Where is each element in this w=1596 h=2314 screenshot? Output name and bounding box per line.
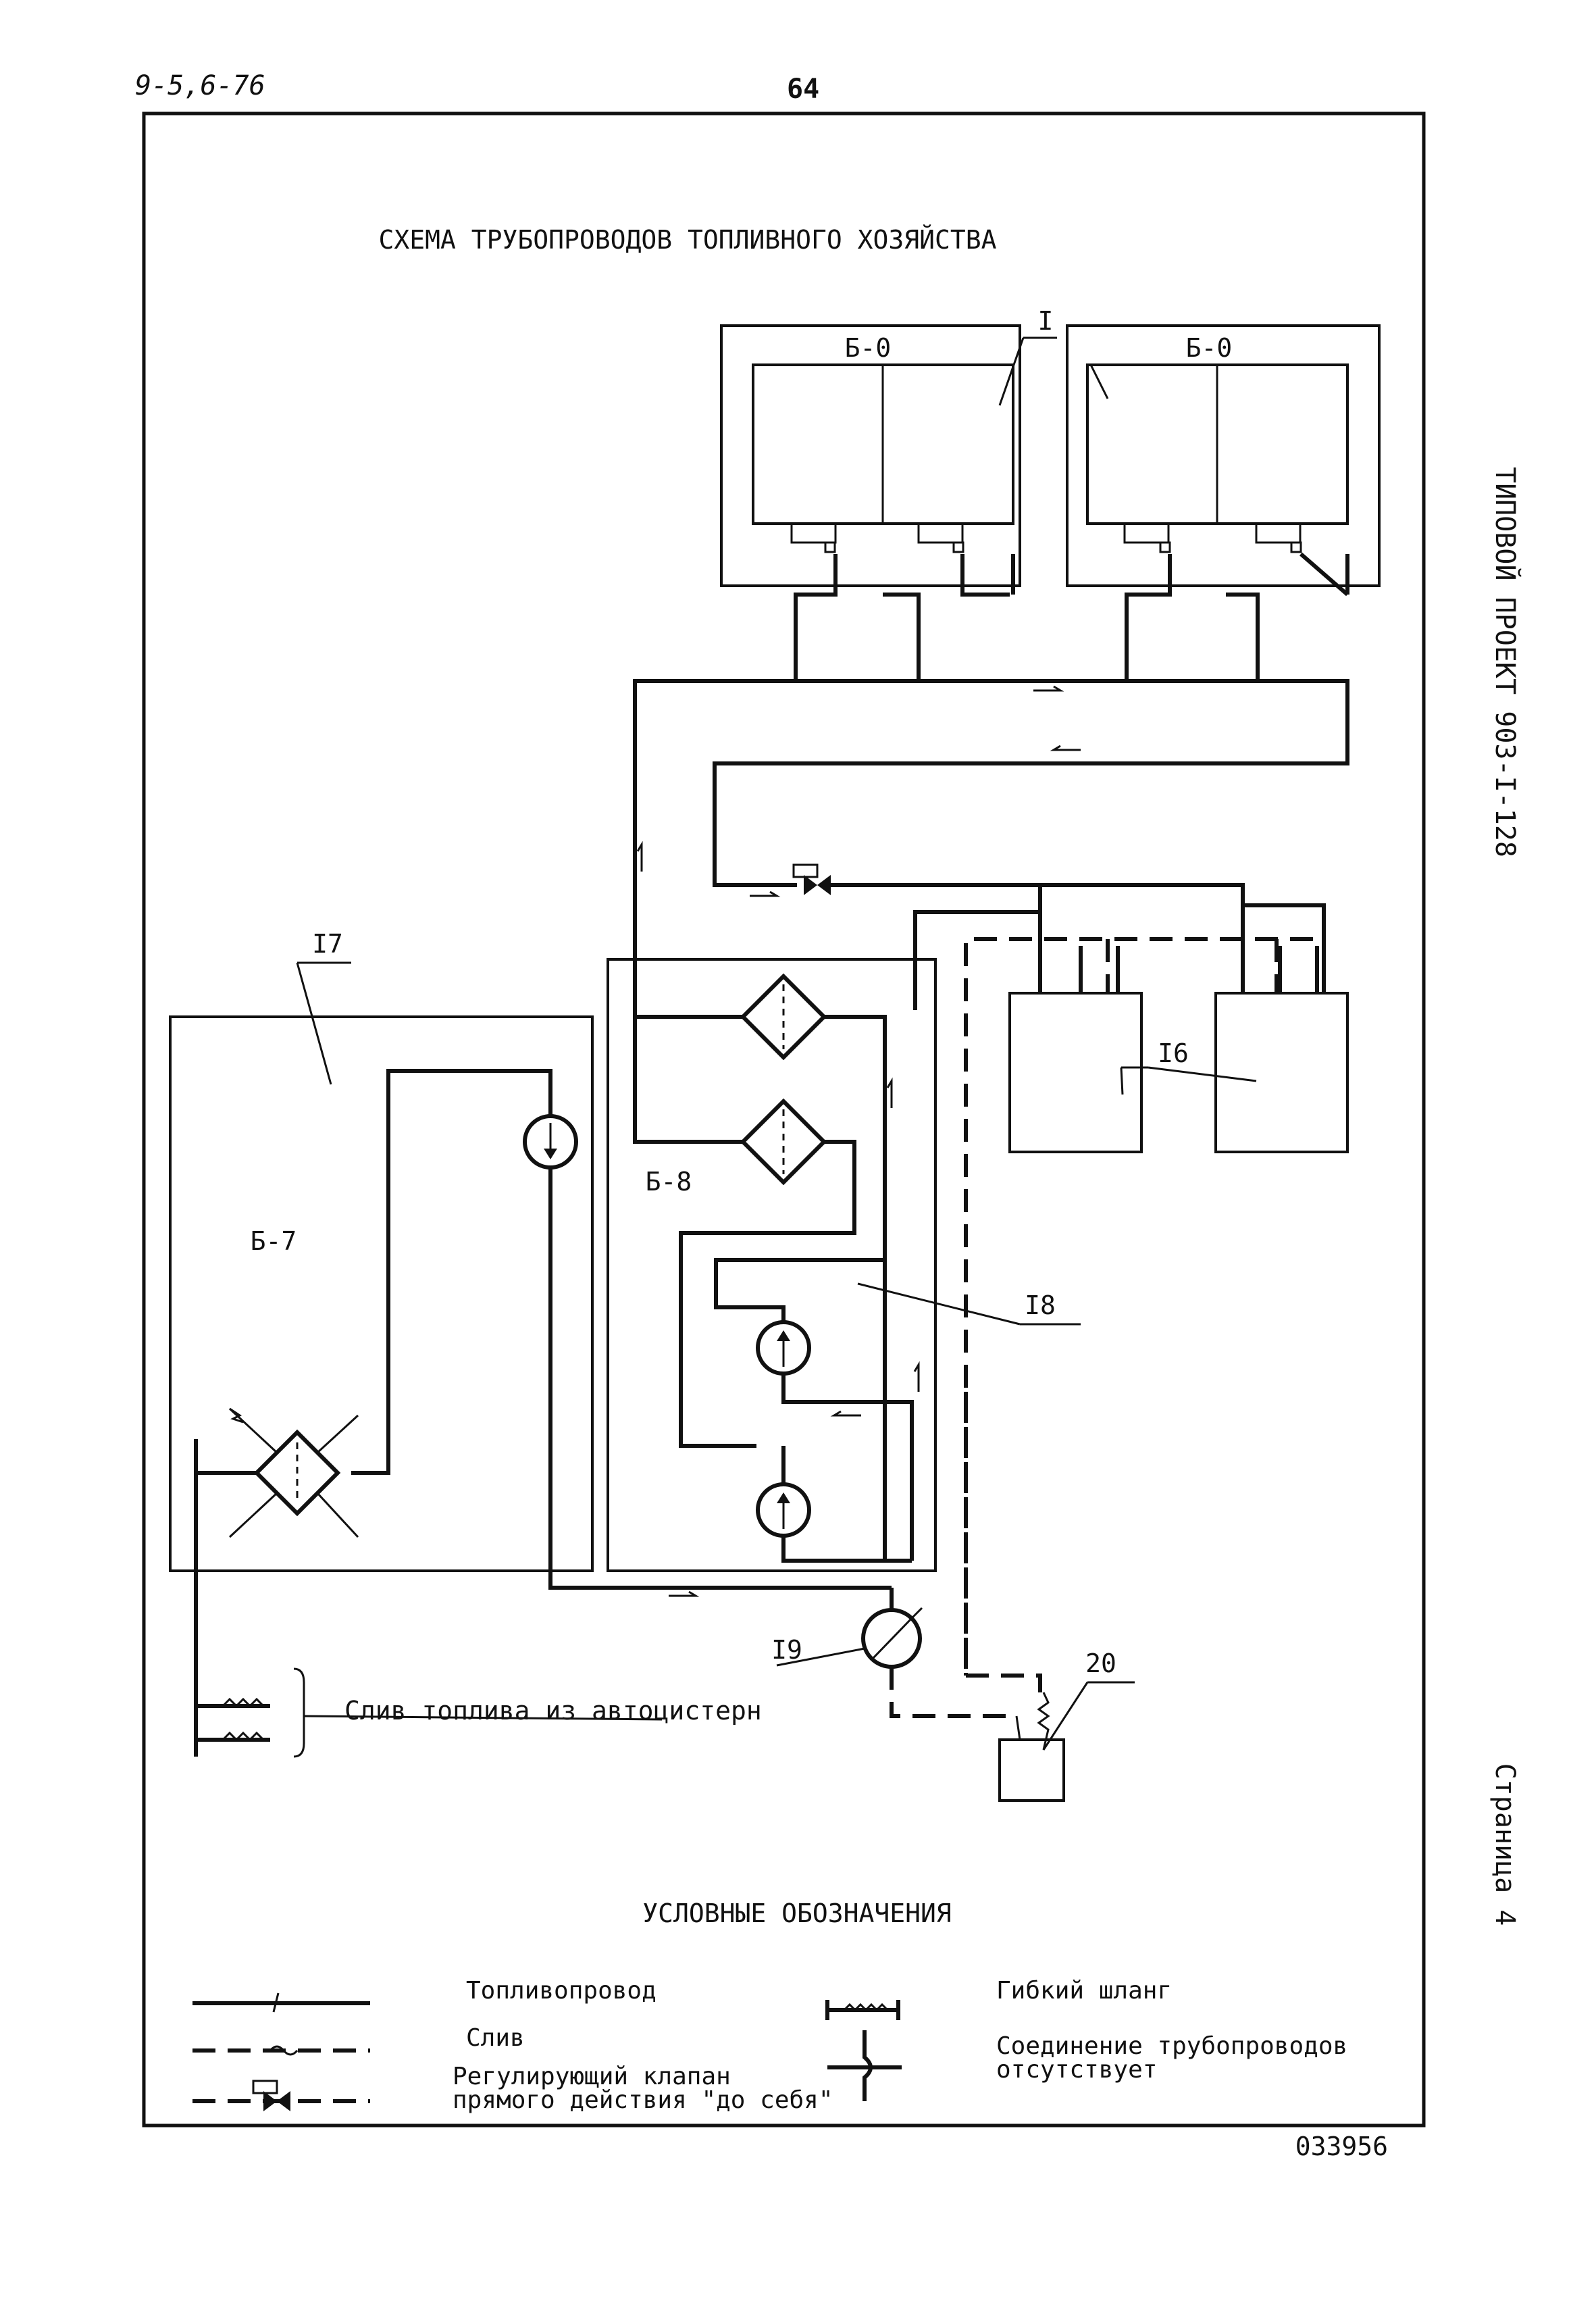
- side-page-text: Страница 4: [1489, 1763, 1520, 1926]
- legend-valve-label-1: Регулирующий клапан: [453, 2063, 731, 2090]
- side-project-label: ТИПОВОЙ ПРОЕКТ 903-I-128: [1489, 467, 1522, 857]
- legend: УСЛОВНЫЕ ОБОЗНАЧЕНИЯ Топливопровод Слив …: [192, 1898, 1347, 2114]
- callout-1-text: I: [1038, 306, 1054, 336]
- legend-item-drain: Слив: [192, 2024, 525, 2056]
- label-b8: Б-8: [646, 1167, 692, 1197]
- block-b8: Б-8 I8: [607, 958, 1081, 1572]
- fuel-drain-inlets: Слив топлива из автоцистерн: [194, 1642, 762, 1758]
- callout-16-text: I6: [1158, 1038, 1189, 1068]
- diagram-title: СХЕМА ТРУБОПРОВОДОВ ТОПЛИВНОГО ХОЗЯЙСТВА: [378, 225, 996, 255]
- legend-drain-label: Слив: [466, 2024, 525, 2052]
- legend-item-valve: Регулирующий клапан прямого действия "до…: [192, 2063, 833, 2114]
- legend-fuel-pipe-label: Топливопровод: [466, 1977, 657, 2005]
- legend-hose-label: Гибкий шланг: [996, 1977, 1172, 2005]
- tank-b0-right: Б-0: [1066, 324, 1381, 587]
- b7-to-19-pipe: [548, 1561, 892, 1590]
- callout-1: I: [998, 306, 1109, 406]
- label-b0-right: Б-0: [1186, 333, 1233, 363]
- regulating-valve: [804, 875, 831, 895]
- label-b0-left: Б-0: [845, 333, 892, 363]
- legend-item-hose: Гибкий шланг: [825, 1977, 1172, 2020]
- legend-item-fuel-pipe: Топливопровод: [192, 1977, 657, 2013]
- pump-b8-lower: [758, 1484, 809, 1536]
- filter-b7: [228, 1407, 359, 1538]
- page-number: 64: [787, 74, 819, 105]
- label-b7: Б-7: [251, 1226, 297, 1256]
- drain-tank-20: 20: [998, 1649, 1135, 1802]
- side-project-text: ТИПОВОЙ ПРОЕКТ 903-I-128: [1489, 467, 1522, 857]
- callout-18-text: I8: [1025, 1290, 1056, 1320]
- drain-pipes: [964, 937, 1324, 1692]
- legend-no-connection-label-1: Соединение трубопроводов: [996, 2032, 1347, 2060]
- fuel-supply-pipes: [633, 552, 1349, 1020]
- legend-no-connection-label-2: отсутствует: [996, 2056, 1157, 2084]
- legend-title: УСЛОВНЫЕ ОБОЗНАЧЕНИЯ: [642, 1898, 952, 1928]
- block-b7: Б-7 I7: [169, 929, 594, 1757]
- side-page-label: Страница 4: [1489, 1763, 1520, 1926]
- legend-valve-label-2: прямого действия "до себя": [453, 2086, 833, 2114]
- fuel-drain-label: Слив топлива из автоцистерн: [344, 1696, 762, 1726]
- doc-code: 9-5,6-76: [135, 70, 265, 101]
- pump-b7: [525, 1116, 576, 1167]
- callout-17-text: I7: [312, 929, 343, 959]
- tank-b0-left: Б-0: [720, 324, 1021, 587]
- pump-19: I9: [771, 1588, 1016, 1718]
- drawing-frame: [142, 111, 1426, 2128]
- filter-b8-upper: [743, 976, 824, 1057]
- legend-item-no-connection: Соединение трубопроводов отсутствует: [827, 2030, 1347, 2101]
- callout-19-text: I9: [771, 1635, 802, 1665]
- filter-b8-lower: [743, 1101, 824, 1182]
- pump-b8-upper: [758, 1322, 809, 1374]
- footer-code: 033956: [1295, 2132, 1388, 2161]
- tanks-16: I6: [1008, 946, 1349, 1153]
- callout-20-text: 20: [1085, 1649, 1116, 1678]
